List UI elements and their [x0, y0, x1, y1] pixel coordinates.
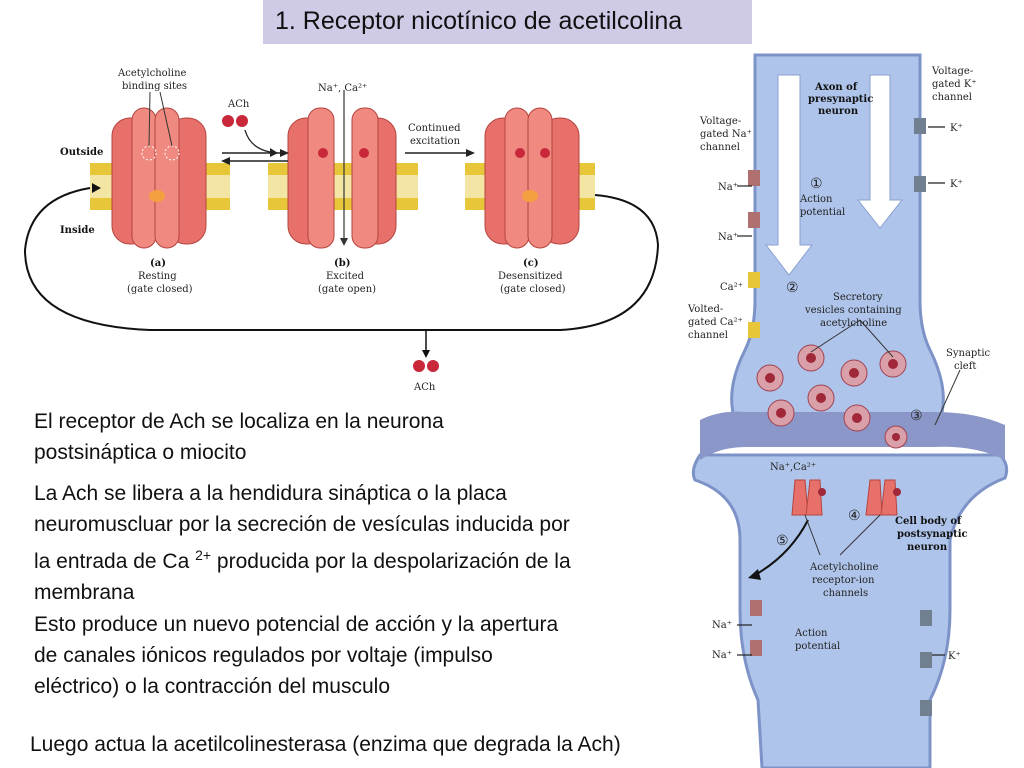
state-b-letter: (b)	[334, 258, 350, 269]
receptor-excited	[287, 90, 397, 249]
k-channel	[914, 118, 926, 134]
receptor-desensitized	[484, 107, 580, 249]
ach-molecule	[427, 360, 439, 372]
state-a-name: Resting	[138, 271, 177, 282]
svg-text:channel: channel	[932, 92, 972, 103]
vesicles	[756, 344, 908, 449]
k-channel	[920, 700, 932, 716]
state-a-gate: (gate closed)	[127, 284, 193, 295]
svg-text:gated Na⁺: gated Na⁺	[700, 129, 752, 140]
state-b-gate: (gate open)	[318, 284, 376, 295]
postsynaptic-neuron	[691, 453, 1009, 768]
svg-text:presynaptic: presynaptic	[808, 94, 873, 105]
outside-label: Outside	[60, 147, 103, 158]
step-5-marker: ⑤	[776, 533, 789, 549]
ca-ion-label: Ca²⁺	[720, 282, 743, 293]
k-ion-label: K⁺	[950, 179, 963, 190]
binding-arrow	[244, 129, 271, 153]
binding-sites-label: Acetylcholine	[117, 68, 187, 79]
inside-label: Inside	[60, 225, 95, 236]
svg-text:potential: potential	[795, 641, 840, 652]
step-1-marker: ①	[810, 176, 823, 192]
na-channel	[748, 212, 760, 228]
action-potential-label-2: Action	[794, 628, 828, 639]
svg-text:gated K⁺: gated K⁺	[932, 79, 977, 90]
na-channel	[750, 600, 762, 616]
step-4-marker: ④	[848, 508, 861, 524]
svg-text:vesicles containing: vesicles containing	[804, 305, 902, 316]
action-potential-label: Action	[799, 194, 833, 205]
k-channel	[914, 176, 926, 192]
receptor-resting	[111, 107, 207, 249]
state-c-letter: (c)	[523, 258, 539, 269]
k-channel	[920, 610, 932, 626]
cell-body-label: Cell body of	[895, 516, 962, 527]
ach-receptor-channels	[791, 479, 901, 516]
na-ion-label: Na⁺	[718, 232, 738, 243]
step-3-marker: ③	[910, 408, 923, 424]
state-b-name: Excited	[326, 271, 365, 282]
ach-label-bottom: ACh	[413, 382, 436, 393]
footer-text: Luego actua la acetilcolinesterasa (enzi…	[30, 733, 621, 756]
ach-molecule	[236, 115, 248, 127]
propagation-arrow	[764, 74, 814, 276]
na-channel	[750, 640, 762, 656]
svg-text:gated Ca²⁺: gated Ca²⁺	[688, 317, 743, 328]
na-ion-label: Na⁺	[712, 650, 732, 661]
svg-text:receptor-ion: receptor-ion	[812, 575, 875, 586]
title-box	[263, 0, 752, 44]
propagation-arrow	[856, 74, 904, 229]
ions-label: Na⁺, Ca²⁺	[318, 83, 367, 94]
svg-text:neuron: neuron	[818, 106, 859, 117]
paragraph-2: La Ach se libera a la hendidura sináptic…	[34, 482, 571, 604]
k-ion-label: K⁺	[950, 123, 963, 134]
state-c-gate: (gate closed)	[500, 284, 566, 295]
k-ion-label: K⁺	[948, 651, 961, 662]
ach-molecule	[413, 360, 425, 372]
k-channel	[920, 652, 932, 668]
na-channel-label: Voltage-	[699, 116, 741, 127]
recovery-loop	[23, 187, 660, 331]
synaptic-cleft-label: Synaptic	[946, 348, 991, 359]
na-ion-label: Na⁺	[712, 620, 732, 631]
state-a-letter: (a)	[150, 258, 166, 269]
svg-text:binding sites: binding sites	[122, 81, 187, 92]
paragraph-1: El receptor de Ach se localiza en la neu…	[34, 410, 444, 464]
ca-channel	[748, 272, 760, 288]
svg-text:neuron: neuron	[907, 542, 948, 553]
svg-text:excitation: excitation	[410, 136, 461, 147]
svg-text:channel: channel	[700, 142, 740, 153]
ach-label-top: ACh	[227, 99, 250, 110]
receptor-channels-label: Acetylcholine	[809, 562, 879, 573]
step-2-marker: ②	[786, 280, 799, 296]
na-channel	[748, 170, 760, 186]
continued-label: Continued	[408, 123, 461, 134]
svg-text:potential: potential	[800, 207, 845, 218]
na-ca-ion-label: Na⁺,Ca²⁺	[770, 462, 816, 473]
ion-flow-arrow	[754, 519, 809, 576]
svg-text:postsynaptic: postsynaptic	[897, 529, 968, 540]
paragraph-3: Esto produce un nuevo potencial de acció…	[34, 613, 559, 698]
ca-channel	[748, 322, 760, 338]
k-channel-label: Voltage-	[931, 66, 973, 77]
svg-text:channels: channels	[823, 588, 868, 599]
vesicles-label: Secretory	[833, 292, 883, 303]
ca-channel-label: Volted-	[687, 304, 723, 315]
state-c-name: Desensitized	[498, 271, 563, 282]
page-title: 1. Receptor nicotínico de acetilcolina	[275, 7, 683, 35]
svg-text:channel: channel	[688, 330, 728, 341]
axon-title: Axon of	[814, 82, 858, 93]
ach-molecule	[222, 115, 234, 127]
svg-text:acetylcholine: acetylcholine	[820, 318, 887, 329]
na-ion-label: Na⁺	[718, 182, 738, 193]
svg-text:cleft: cleft	[954, 361, 976, 372]
